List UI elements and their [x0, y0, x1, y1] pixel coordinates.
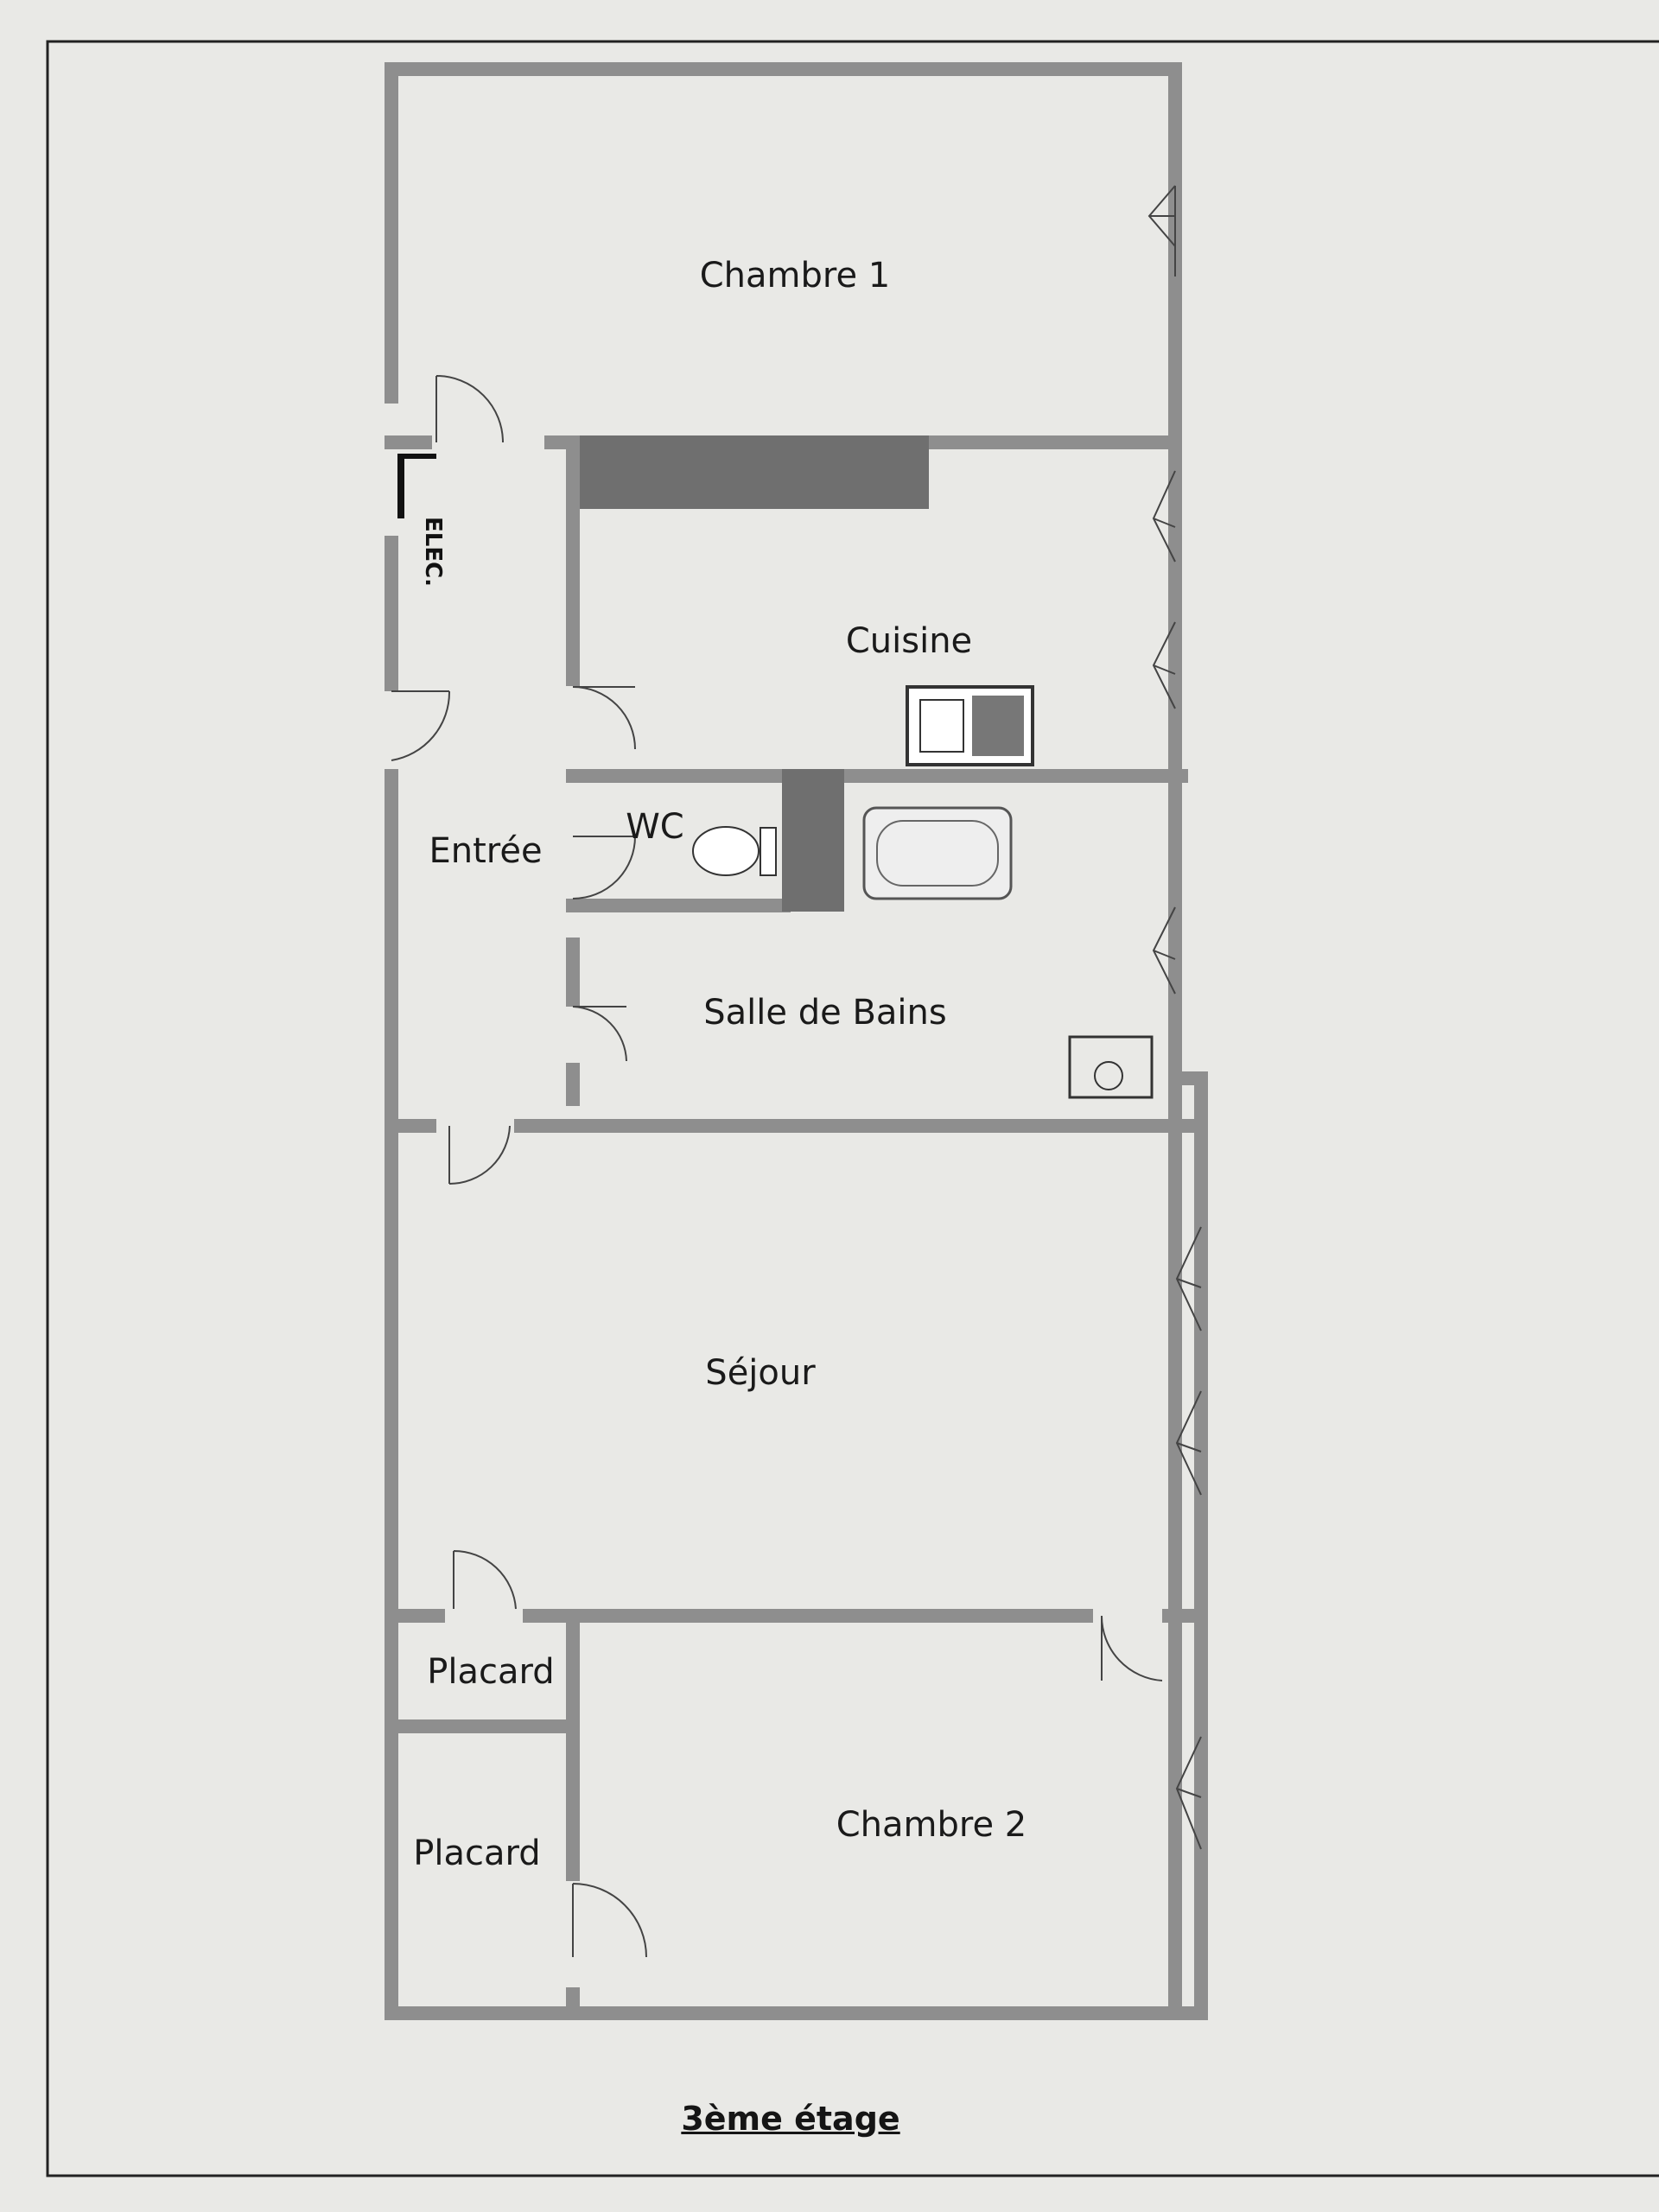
- page-frame: [46, 40, 1659, 2177]
- label-elec: ELEC.: [420, 517, 446, 587]
- wall-entree-right-b: [566, 938, 580, 1007]
- toilet-tank: [760, 827, 777, 876]
- window-chambre2: [1175, 1736, 1202, 1850]
- wall-wc-bottom: [566, 899, 791, 912]
- wall-right-step: [1168, 1071, 1208, 1085]
- doors: [391, 375, 1163, 1958]
- walls: [385, 62, 1208, 2020]
- bathroom-sink-bowl: [1094, 1061, 1123, 1090]
- wall-sejour-bottom-rr: [1162, 1609, 1197, 1623]
- window-sejour-2: [1175, 1390, 1202, 1496]
- label-chambre2: Chambre 2: [836, 1805, 1027, 1845]
- label-sejour: Séjour: [705, 1353, 816, 1393]
- wall-left-main: [385, 769, 398, 2020]
- label-cuisine: Cuisine: [846, 621, 972, 661]
- label-placard-bas: Placard: [413, 1834, 540, 1873]
- floor-caption: 3ème étage: [681, 2100, 900, 2138]
- wall-placard2-bottom: [566, 1987, 580, 2020]
- fixtures: [397, 454, 1154, 1099]
- door-cuisine: [572, 686, 636, 750]
- kitchen-sink-basin-2: [972, 696, 1024, 756]
- wall-cuisine-bottom: [566, 769, 1188, 783]
- elec-panel-bar: [397, 454, 404, 518]
- kitchen-sink-basin: [919, 699, 964, 753]
- window-cuisine-2: [1152, 621, 1176, 709]
- wall-sejour-bottom-l: [385, 1609, 445, 1623]
- wall-wc-right: [782, 769, 844, 912]
- door-sejour: [448, 1125, 511, 1185]
- wall-left-top: [385, 62, 398, 404]
- wall-right: [1168, 62, 1182, 2019]
- bathroom-sink: [1068, 1035, 1154, 1099]
- wall-top: [385, 62, 1179, 76]
- window-sejour-1: [1175, 1226, 1202, 1332]
- wall-sejour-bottom-r: [523, 1609, 1093, 1623]
- label-salle-de-bains: Salle de Bains: [703, 993, 946, 1033]
- door-chambre1: [435, 375, 504, 443]
- window-cuisine-1: [1152, 470, 1176, 563]
- wall-sejour-top-r: [514, 1119, 1197, 1133]
- door-entree: [391, 690, 451, 761]
- label-wc: WC: [626, 807, 683, 847]
- wall-bottom: [385, 2006, 1208, 2020]
- wall-entree-right: [566, 435, 580, 686]
- window-chambre1: [1147, 185, 1176, 276]
- door-sdb: [572, 1006, 627, 1062]
- wall-sejour-top-l: [385, 1119, 436, 1133]
- wall-entree-right-c: [566, 1063, 580, 1106]
- dark-block-cuisine: [566, 435, 929, 509]
- wall-right-lower: [1194, 1071, 1208, 2018]
- label-entree: Entrée: [429, 831, 542, 871]
- bathtub: [862, 806, 1013, 900]
- bathtub-inner: [876, 820, 999, 887]
- door-wc: [572, 836, 636, 899]
- label-placard-haut: Placard: [427, 1652, 554, 1692]
- wall-placards-right: [566, 1609, 580, 1881]
- door-placard: [453, 1549, 517, 1610]
- windows: [1147, 185, 1202, 1850]
- toilet-bowl: [692, 826, 760, 876]
- door-placard2: [572, 1883, 647, 1958]
- door-chambre2: [1100, 1615, 1163, 1681]
- wall-chambre1-bottom: [385, 435, 432, 449]
- room-labels: Chambre 1 Cuisine Entrée WC Salle de Bai…: [413, 256, 1027, 1873]
- wall-placard1-bottom: [385, 1719, 570, 1733]
- elec-panel-bar-2: [397, 454, 436, 459]
- label-chambre1: Chambre 1: [700, 256, 891, 296]
- wall-left-mid: [385, 536, 398, 691]
- window-sdb: [1152, 906, 1176, 995]
